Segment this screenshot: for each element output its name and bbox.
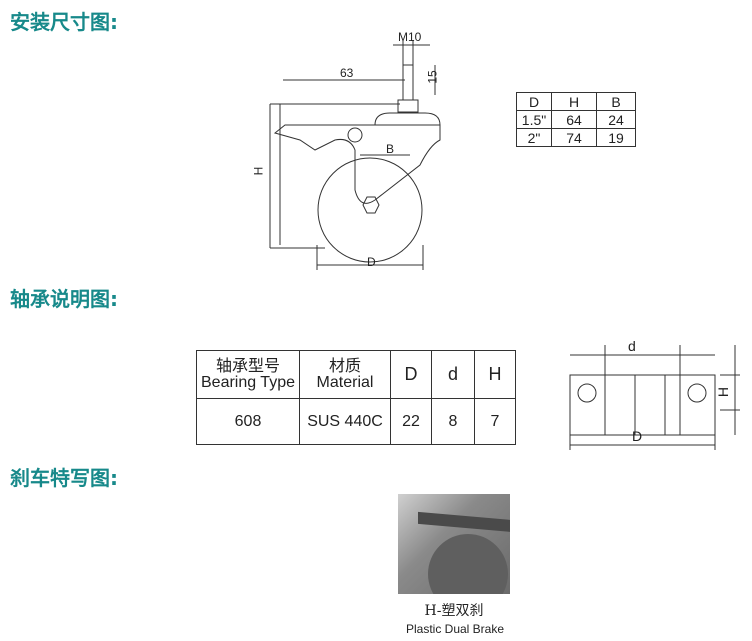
td: 22 xyxy=(390,398,432,445)
label-d: D xyxy=(367,255,376,269)
th-en: Material xyxy=(316,373,374,391)
th: B xyxy=(596,92,636,111)
heading-brake: 刹车特写图: xyxy=(10,466,118,490)
bearing-drawing xyxy=(569,345,740,450)
th: d xyxy=(431,350,475,399)
label-d-big: D xyxy=(632,428,643,444)
label-63: 63 xyxy=(340,66,354,80)
th: H xyxy=(551,92,597,111)
th-cn: 轴承型号 xyxy=(215,357,280,375)
td: 24 xyxy=(596,110,636,129)
label-h-bearing: H xyxy=(715,386,732,398)
label-m10: M10 xyxy=(398,30,422,44)
brake-photo xyxy=(398,494,510,594)
td: 608 xyxy=(196,398,300,445)
label-b: B xyxy=(386,142,395,156)
th: D xyxy=(516,92,552,111)
td: 2" xyxy=(516,128,552,147)
th: D xyxy=(390,350,432,399)
label-d-small: d xyxy=(628,338,636,354)
th: H xyxy=(474,350,516,399)
caster-drawing xyxy=(269,40,441,270)
heading-install: 安装尺寸图: xyxy=(10,10,118,34)
td: 7 xyxy=(474,398,516,445)
th-en: Bearing Type xyxy=(201,373,295,391)
td: 1.5" xyxy=(516,110,552,129)
brake-caption-en: Plastic Dual Brake xyxy=(405,622,505,636)
td: 64 xyxy=(551,110,597,129)
td: 19 xyxy=(596,128,636,147)
td: SUS 440C xyxy=(299,398,391,445)
heading-bearing: 轴承说明图: xyxy=(10,287,118,311)
brake-caption-cn: H-塑双刹 xyxy=(424,603,484,619)
td: 8 xyxy=(431,398,475,445)
th-cn: 材质 xyxy=(328,357,361,375)
td: 74 xyxy=(551,128,597,147)
label-h: H xyxy=(251,166,266,176)
label-15: 15 xyxy=(425,70,440,84)
